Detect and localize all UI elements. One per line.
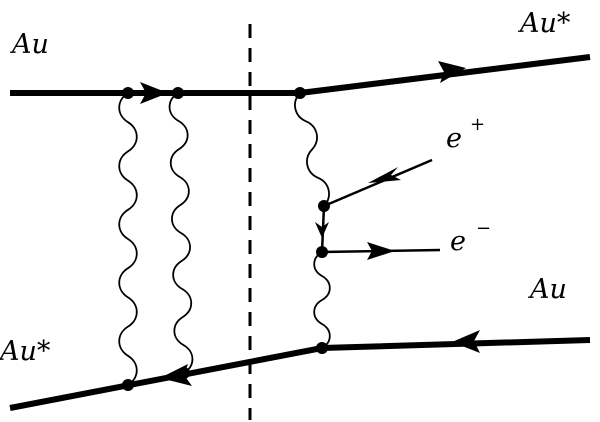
vertex bbox=[316, 246, 328, 258]
vertex bbox=[318, 200, 330, 212]
electron-arrow bbox=[367, 242, 395, 260]
vertex bbox=[316, 342, 328, 354]
label-e-plus: e bbox=[446, 123, 462, 154]
bottom-line-arrow-right bbox=[452, 330, 480, 353]
vertex bbox=[122, 379, 134, 391]
photon-line-1 bbox=[118, 92, 138, 386]
lepton-propagator-arrow bbox=[315, 222, 329, 238]
positron-arrow bbox=[368, 167, 401, 183]
label-e-minus: e bbox=[450, 226, 466, 257]
vertex bbox=[178, 367, 190, 379]
photon-line-4 bbox=[313, 251, 331, 349]
vertex bbox=[122, 87, 134, 99]
photon-line-3 bbox=[294, 92, 330, 207]
label-e-minus-sign: − bbox=[476, 218, 491, 239]
label-au-top-left: Au bbox=[9, 29, 49, 60]
positron-line bbox=[323, 158, 433, 208]
top-line-arrow-left bbox=[140, 82, 168, 104]
photon-line-2 bbox=[168, 92, 194, 374]
vertex bbox=[172, 87, 184, 99]
bottom-nucleus-line bbox=[9, 337, 591, 411]
label-au-star-bottom-left: Au* bbox=[0, 336, 51, 367]
top-line-arrow-right bbox=[438, 61, 466, 83]
label-au-bottom-right: Au bbox=[527, 274, 567, 305]
label-e-plus-sign: + bbox=[470, 114, 485, 135]
label-au-star-top-right: Au* bbox=[517, 8, 571, 39]
vertex bbox=[294, 87, 306, 99]
